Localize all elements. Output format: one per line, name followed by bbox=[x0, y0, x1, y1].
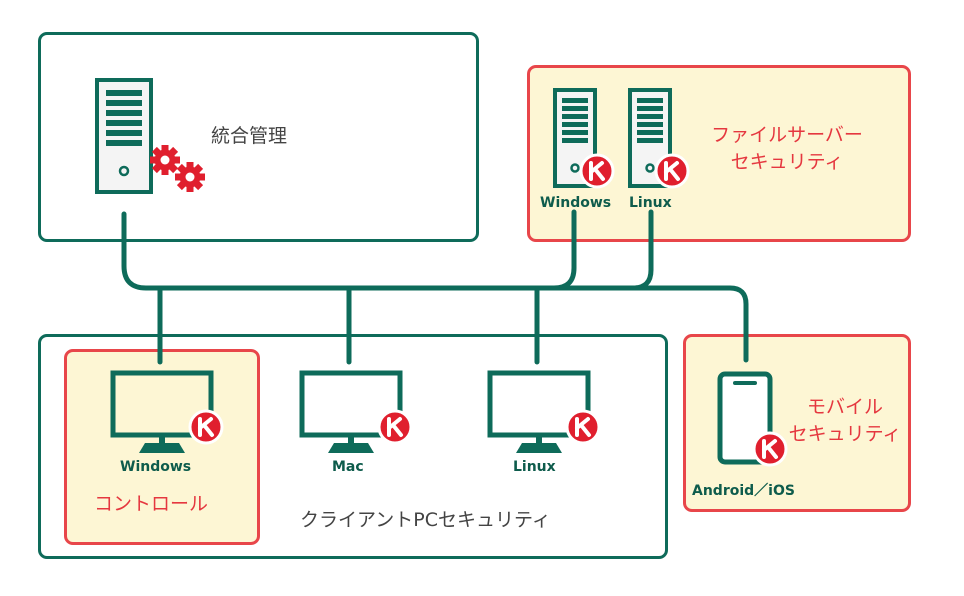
management-server-icon bbox=[95, 78, 153, 194]
mobile-label-line2: セキュリティ bbox=[788, 423, 902, 445]
client-os-label-windows: Windows bbox=[120, 459, 192, 475]
server-linux-link bbox=[630, 209, 654, 291]
server-os-label-windows: Windows bbox=[540, 195, 612, 211]
file-server-label-line2: セキュリティ bbox=[730, 151, 844, 173]
k-badge-icon bbox=[565, 409, 601, 445]
mobile-security-label: モバイル セキュリティ bbox=[786, 394, 904, 448]
server-windows-link bbox=[551, 209, 577, 291]
k-badge-icon bbox=[188, 409, 224, 445]
k-badge-icon bbox=[654, 153, 690, 189]
k-badge-icon bbox=[579, 153, 615, 189]
client-pc-security-label: クライアントPCセキュリティ bbox=[300, 509, 551, 531]
server-os-label-linux: Linux bbox=[629, 195, 672, 211]
management-label: 統合管理 bbox=[211, 125, 288, 147]
management-link bbox=[121, 211, 749, 363]
mobile-label-line1: モバイル bbox=[806, 396, 883, 418]
client-os-label-mac: Mac bbox=[332, 459, 364, 475]
file-server-security-label: ファイルサーバー セキュリティ bbox=[702, 122, 872, 176]
client-os-label-linux: Linux bbox=[513, 459, 556, 475]
gear-icon bbox=[150, 145, 205, 192]
k-badge-icon bbox=[752, 431, 788, 467]
file-server-label-line1: ファイルサーバー bbox=[711, 124, 863, 146]
mobile-os-label: Android／iOS bbox=[692, 483, 795, 499]
k-badge-icon bbox=[377, 409, 413, 445]
control-label: コントロール bbox=[94, 493, 209, 515]
network-lines bbox=[121, 209, 749, 365]
